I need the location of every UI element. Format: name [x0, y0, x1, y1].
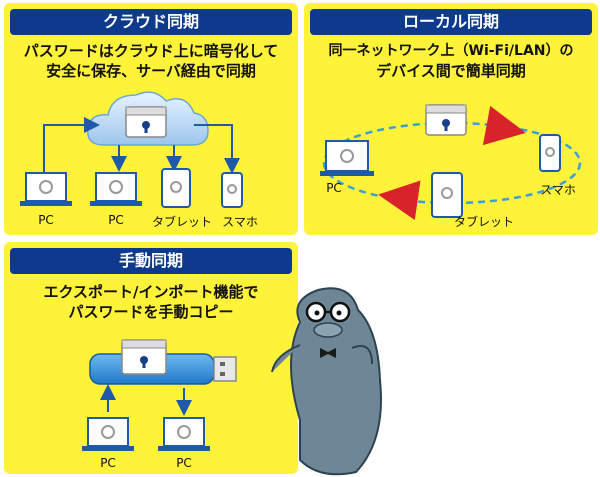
local-sync-title: ローカル同期: [310, 9, 592, 35]
usb-drive-icon: [89, 339, 237, 385]
cloud-sync-desc-line1: パスワードはクラウド上に暗号化して: [23, 42, 279, 60]
manual-sync-diagram: [82, 339, 237, 451]
laptop-icon: [82, 417, 134, 451]
cloud-sync-arrows: [43, 117, 240, 174]
cloud-sync-desc-line2: 安全に保存、サーバ経由で同期: [46, 62, 256, 80]
device-label: PC: [38, 213, 54, 227]
manual-sync-title: 手動同期: [10, 248, 292, 274]
sync-arrow: [482, 105, 526, 146]
device-label: タブレット: [453, 215, 515, 229]
manual-sync-desc-line1: エクスポート/インポート機能で: [43, 283, 259, 301]
laptop-icon: [158, 417, 210, 451]
smartphone-icon: [221, 172, 243, 208]
device-label: PC: [108, 213, 124, 227]
tablet-icon: [161, 168, 191, 208]
server-vault-icon: [125, 106, 167, 138]
laptop-icon: [20, 172, 72, 206]
local-sync-diagram: [320, 104, 582, 221]
server-vault-icon: [425, 104, 467, 136]
device-label: PC: [100, 456, 116, 470]
tablet-icon: [431, 172, 463, 218]
device-label: PC: [176, 456, 192, 470]
smartphone-icon: [539, 134, 561, 172]
device-label: スマホ: [222, 215, 258, 229]
laptop-icon: [90, 172, 142, 206]
cloud-sync-panel: クラウド同期 パスワードはクラウド上に暗号化して 安全に保存、サーバ経由で同期: [4, 3, 298, 235]
device-label: PC: [326, 181, 342, 195]
device-label: タブレット: [151, 215, 213, 229]
manual-sync-panel: 手動同期 エクスポート/インポート機能で パスワードを手動コピー PC P: [4, 242, 298, 474]
local-sync-panel: ローカル同期 同一ネットワーク上（Wi-Fi/LAN）の デバイス間で簡単同期 …: [304, 3, 598, 235]
cloud-sync-title: クラウド同期: [10, 9, 292, 35]
local-sync-desc-line1: 同一ネットワーク上（Wi-Fi/LAN）の: [328, 43, 574, 59]
manual-sync-desc-line2: パスワードを手動コピー: [68, 303, 234, 321]
sync-arrow: [378, 180, 421, 221]
laptop-icon: [320, 140, 374, 176]
device-label: スマホ: [540, 183, 576, 197]
cloud-sync-diagram: [20, 91, 243, 208]
local-sync-desc-line2: デバイス間で簡単同期: [376, 62, 526, 80]
